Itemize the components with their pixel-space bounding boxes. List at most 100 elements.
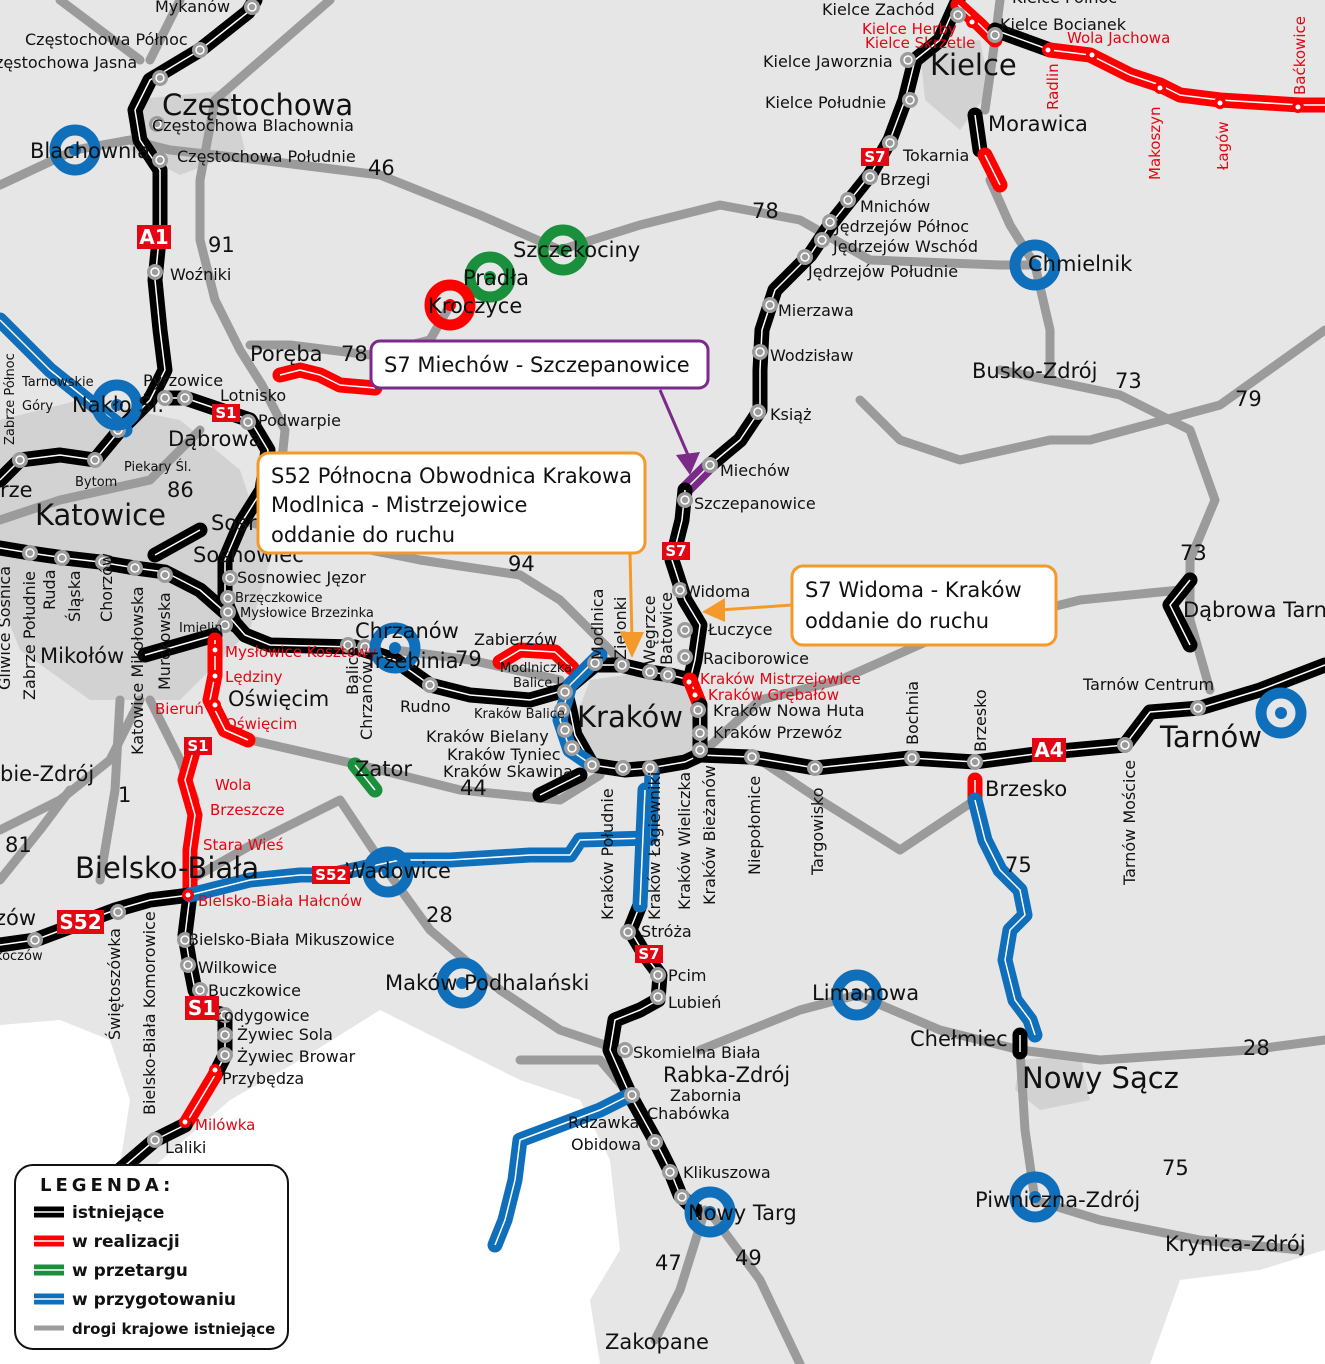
interchange-node [147, 1132, 163, 1148]
interchange-node [554, 702, 570, 718]
interchange-node [54, 550, 70, 566]
interchange-node [677, 622, 693, 638]
place-label: Rabka-Zdrój [663, 1063, 790, 1087]
place-label: Sosnowiec Jęzor [237, 568, 366, 587]
place-label: Kielce Herby [862, 20, 957, 38]
interchange-node-inner [220, 1010, 230, 1020]
interchange-node-inner [57, 553, 67, 563]
interchange-node-inner [567, 743, 577, 753]
place-label: Obidowa [571, 1135, 641, 1154]
interchange-node-inner [905, 95, 915, 105]
place-label: Imielin [179, 621, 223, 636]
interchange-node-inner [705, 460, 715, 470]
place-label: Sosn [211, 511, 261, 535]
interchange-node [662, 1164, 678, 1180]
interchange-node [615, 760, 631, 776]
city-marker-preparation [1009, 239, 1061, 291]
city-marker-dot [111, 399, 123, 411]
interchange-node [650, 989, 666, 1005]
interchange-node-inner [810, 763, 820, 773]
city-marker-preparation [91, 379, 143, 431]
place-label: Kraków Balice [474, 707, 565, 722]
place-label: Przybędza [222, 1069, 304, 1088]
national-road [383, 867, 625, 1055]
interchange-node-inner [865, 172, 875, 182]
place-label: Tarnów Centrum [1082, 675, 1214, 694]
shield-background [635, 945, 663, 963]
expressway-centerline [539, 774, 581, 796]
legend-item-tender: w przetargu [34, 1261, 188, 1281]
interchange-node [660, 667, 676, 683]
shield-label: A1 [139, 225, 168, 249]
interchange-node-inner [675, 585, 685, 595]
interchange-node-inner [360, 642, 370, 652]
shield-label: A4 [1034, 738, 1063, 762]
shield-label: S7 [665, 542, 686, 560]
national-road [650, 1205, 710, 1345]
legend-item-preparation: w przygotowaniu [34, 1290, 236, 1310]
callout-arrow [628, 552, 634, 641]
interchange-node [750, 404, 766, 420]
interchange-node-inner [686, 679, 692, 685]
callout-s52: S52 Północna Obwodnica Krakowa Modlnica … [256, 451, 647, 658]
shield-background [57, 910, 104, 934]
national-road [695, 990, 1325, 1065]
interchange-node-inner [223, 607, 233, 617]
interchange-node [157, 390, 173, 406]
callout-arrow [658, 389, 690, 456]
interchange-node-inner [180, 935, 190, 945]
city-marker-dot [1029, 259, 1041, 271]
place-label: Kraków Bielany [426, 727, 549, 746]
place-label: Bochnia [903, 681, 922, 745]
place-label: zęstochowa Jasna [0, 53, 137, 72]
place-label: Stróża [641, 922, 692, 941]
place-label: Skomielna Biała [633, 1043, 761, 1062]
legend-label: drogi krajowe istniejące [72, 1320, 275, 1338]
interchange-node-inner [220, 1030, 230, 1040]
interchange-node [967, 754, 983, 770]
shield-label: S52 [59, 910, 101, 934]
place-label: Stara Wieś [203, 836, 284, 854]
interchange-node [642, 664, 658, 680]
shield-background [312, 866, 350, 884]
place-label: Kielce Jaworznia [763, 52, 893, 71]
interchange-node [677, 492, 693, 508]
road-shield-s1: S1 [185, 996, 219, 1020]
place-label: Pcim [668, 966, 706, 985]
interchange-node [422, 677, 438, 693]
place-label: Brzesko [985, 777, 1067, 801]
road-number-label: 1 [118, 783, 131, 807]
place-label: Brzeszcze [210, 801, 285, 819]
place-label: Zielonki [611, 597, 630, 660]
interchange-node-inner [627, 1090, 637, 1100]
city-marker-preparation [362, 846, 414, 898]
place-label: Żywiec Sola [237, 1025, 333, 1044]
interchange-node-inner [212, 1067, 218, 1073]
place-label: Jędrzejów Południe [807, 262, 958, 281]
place-label: Piwniczna-Zdrój [975, 1188, 1140, 1212]
interchange-node [584, 757, 600, 773]
place-label: koczów [0, 949, 43, 964]
road-shield-s52: S52 [57, 910, 104, 934]
interchange-node [557, 684, 573, 700]
place-label: Kraków Nowa Huta [713, 701, 865, 720]
national-road [0, 425, 205, 525]
place-label: Chabówka [647, 1104, 730, 1123]
city-marker-dot [444, 299, 456, 311]
callout-text: oddanie do ruchu [271, 523, 455, 547]
urban-area [920, 40, 990, 130]
interchange-node [110, 904, 126, 920]
national-road [0, 695, 145, 835]
interchange-node-inner [160, 570, 170, 580]
interchange-node [674, 1189, 690, 1205]
interchange-node [904, 750, 920, 766]
city-marker-preparation [684, 1186, 736, 1238]
callout-arrow [719, 603, 793, 612]
place-label: Kraków Grębałów [708, 686, 839, 704]
national-road [995, 260, 1055, 385]
interchange-node [1117, 737, 1133, 753]
callout-text: S52 Północna Obwodnica Krakowa [271, 464, 632, 488]
place-label: Gliwice Sośnica [0, 566, 14, 690]
interchange-node [220, 604, 236, 620]
